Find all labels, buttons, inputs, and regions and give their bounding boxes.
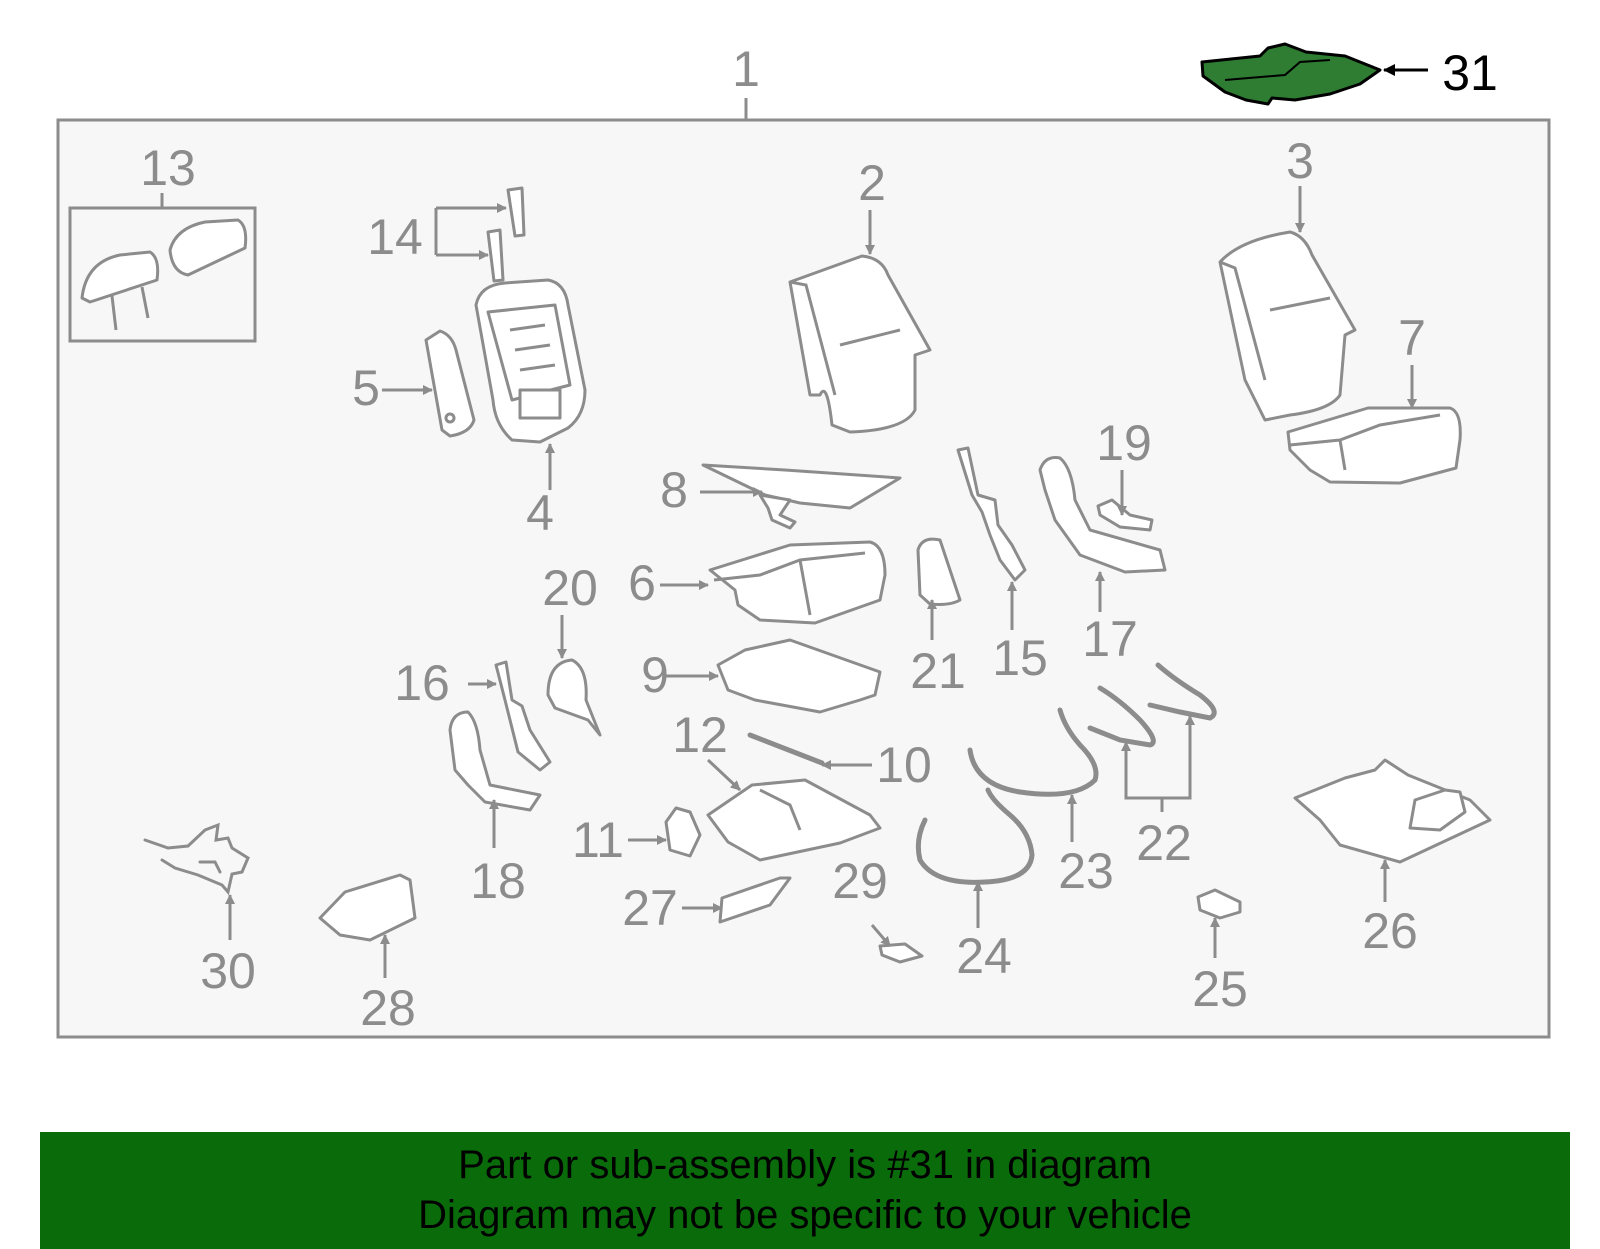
leader-lines [225, 186, 1417, 978]
highlighted-part-31[interactable] [1200, 42, 1382, 106]
seatback-part-3[interactable] [1218, 230, 1357, 422]
tray-part-26[interactable] [1293, 758, 1492, 864]
armrest-part-5[interactable] [424, 329, 476, 438]
callout-12[interactable]: 12 [672, 707, 728, 763]
shield-part-20[interactable] [546, 658, 602, 737]
wire-part-24[interactable] [915, 787, 1035, 885]
wire-part-22b[interactable] [1147, 662, 1217, 721]
callout-17[interactable]: 17 [1082, 611, 1138, 667]
seat-frame-part-9[interactable] [716, 638, 882, 714]
callout-11[interactable]: 11 [572, 812, 624, 868]
clip-part-25[interactable] [1196, 888, 1242, 920]
callout-2[interactable]: 2 [858, 155, 886, 211]
cover-part-17[interactable] [1038, 456, 1167, 574]
callout-10[interactable]: 10 [876, 737, 932, 793]
seatback-frame-part-4[interactable] [474, 278, 587, 444]
callout-22[interactable]: 22 [1136, 815, 1192, 871]
callout-25[interactable]: 25 [1192, 961, 1248, 1017]
callout-21[interactable]: 21 [910, 643, 966, 699]
rod-part-10[interactable] [747, 732, 825, 766]
guide-pins-part-14[interactable] [434, 186, 526, 283]
callout-23[interactable]: 23 [1058, 843, 1114, 899]
callout-5[interactable]: 5 [352, 360, 380, 416]
callout-1[interactable]: 1 [732, 41, 760, 97]
bracket-part-11[interactable] [664, 806, 702, 858]
callout-labels: 1 2 3 4 5 6 7 8 9 10 11 12 13 14 15 16 1… [140, 41, 1498, 1036]
plate-part-27[interactable] [718, 876, 792, 924]
callout-26[interactable]: 26 [1362, 903, 1418, 959]
callout-28[interactable]: 28 [360, 980, 416, 1036]
callout-14[interactable]: 14 [367, 209, 423, 265]
callout-4[interactable]: 4 [526, 485, 554, 541]
callout-7[interactable]: 7 [1398, 310, 1426, 366]
seatback-part-2[interactable] [788, 254, 932, 434]
banner-line-disclaimer: Diagram may not be specific to your vehi… [418, 1193, 1192, 1237]
callout-29[interactable]: 29 [832, 853, 888, 909]
seat-cushion-part-7[interactable] [1286, 406, 1462, 485]
callout-3[interactable]: 3 [1286, 133, 1314, 189]
callout-13[interactable]: 13 [140, 140, 196, 196]
callout-6[interactable]: 6 [628, 555, 656, 611]
callout-8[interactable]: 8 [660, 462, 688, 518]
callout-24[interactable]: 24 [956, 928, 1012, 984]
callout-20[interactable]: 20 [542, 560, 598, 616]
wire-part-23[interactable] [967, 707, 1099, 797]
callout-18[interactable]: 18 [470, 853, 526, 909]
seat-tray-part-12[interactable] [706, 778, 882, 862]
callout-9[interactable]: 9 [641, 647, 669, 703]
cover-part-18[interactable] [448, 710, 542, 812]
callout-27[interactable]: 27 [622, 880, 678, 936]
banner-line-part-number: Part or sub-assembly is #31 in diagram [458, 1143, 1152, 1187]
harness-part-30[interactable] [143, 822, 250, 896]
seat-cushion-part-6[interactable] [708, 540, 887, 625]
info-banner: Part or sub-assembly is #31 in diagram D… [40, 1132, 1570, 1249]
seat-pan-part-8[interactable] [701, 463, 902, 530]
callout-16[interactable]: 16 [394, 655, 450, 711]
headrest-part-13[interactable] [80, 218, 248, 331]
wire-part-22a[interactable] [1087, 685, 1156, 748]
recliner-part-16[interactable] [494, 660, 552, 772]
clip-part-29[interactable] [878, 942, 924, 964]
callout-19[interactable]: 19 [1096, 415, 1152, 471]
recliner-part-15[interactable] [956, 446, 1027, 582]
callout-30[interactable]: 30 [200, 943, 256, 999]
callout-31[interactable]: 31 [1442, 45, 1498, 101]
cover-part-28[interactable] [318, 873, 417, 942]
callout-15[interactable]: 15 [992, 630, 1048, 686]
